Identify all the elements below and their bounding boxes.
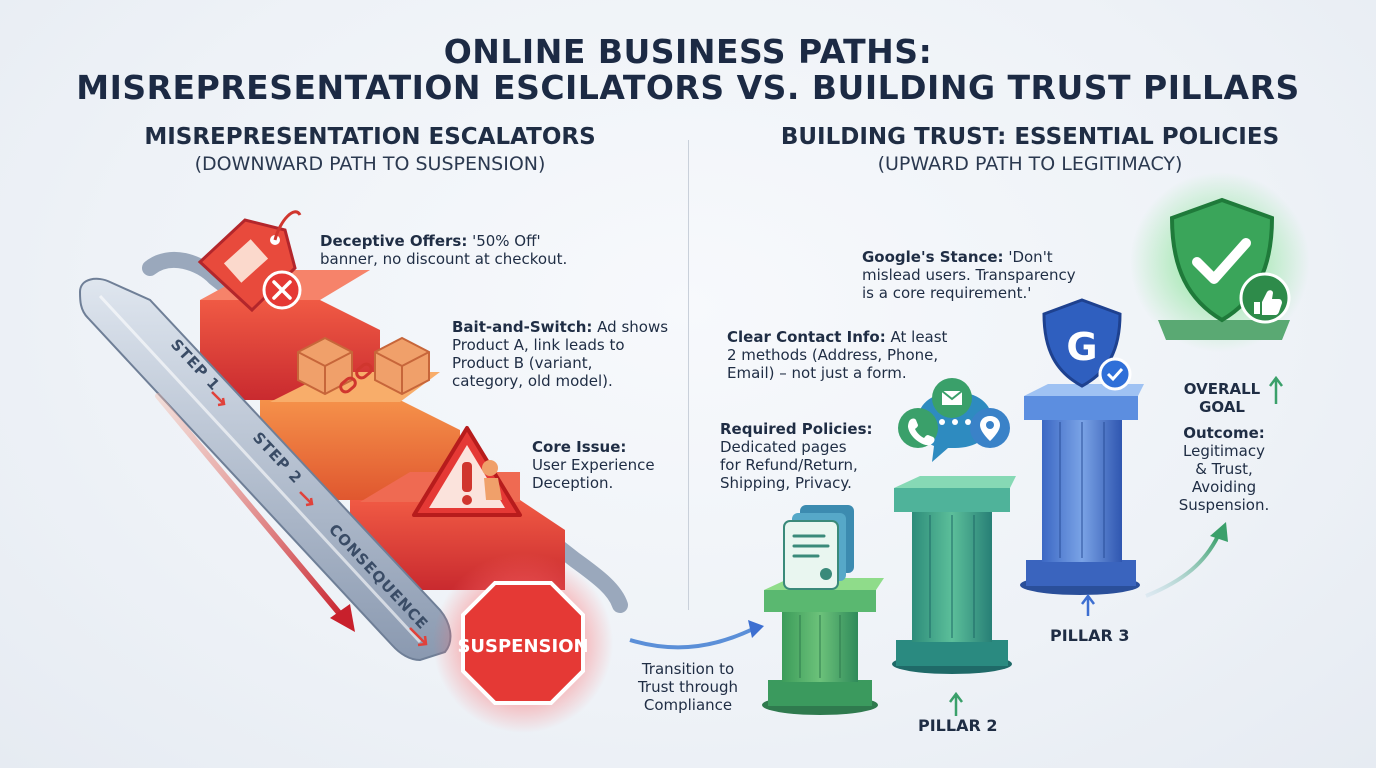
- callout-body: banner, no discount at checkout.: [320, 250, 568, 268]
- callout-deceptive-offers: Deceptive Offers: '50% Off' banner, no d…: [320, 232, 620, 268]
- goal-up-arrow-icon: [1269, 375, 1283, 404]
- right-section-subtitle: (UPWARD PATH TO LEGITIMACY): [877, 153, 1183, 175]
- outcome-heading: Outcome:: [1183, 424, 1265, 442]
- outcome-callout: Outcome: Legitimacy & Trust, Avoiding Su…: [1168, 424, 1280, 514]
- callout-heading: Bait-and-Switch:: [452, 318, 593, 336]
- callout-body: Ad shows: [592, 318, 669, 336]
- callout-body: User Experience Deception.: [532, 456, 655, 492]
- overall-goal-label: OVERALL GOAL: [1183, 380, 1261, 416]
- callout-body: '50% Off': [467, 232, 541, 250]
- step-1-arrow-icon: [211, 391, 226, 407]
- consequence-arrow-icon: [409, 627, 428, 647]
- callout-core-issue: Core Issue: User Experience Deception.: [532, 438, 682, 492]
- callout-required-policies: Required Policies: Dedicated pages for R…: [720, 420, 900, 492]
- callout-heading: Google's Stance:: [862, 248, 1004, 266]
- callout-heading: Clear Contact Info:: [727, 328, 886, 346]
- callout-body: 2 methods (Address, Phone, Email) – not …: [727, 346, 939, 382]
- callout-body: Product A, link leads to Product B (vari…: [452, 336, 625, 390]
- callout-heading: Deceptive Offers:: [320, 232, 468, 250]
- step-2-arrow-icon: [299, 491, 314, 507]
- warning-triangle-icon: [412, 426, 522, 517]
- section-divider: [688, 140, 689, 610]
- stop-sign-label: SUSPENSION: [457, 636, 588, 657]
- left-section-title: MISREPRESENTATION ESCALATORS: [144, 124, 596, 150]
- transition-text: Transition to Trust through Compliance: [637, 660, 739, 714]
- callout-heading: Required Policies:: [720, 420, 873, 438]
- pillar-3-up-arrow-icon: [1081, 593, 1095, 616]
- callout-body: Dedicated pages for Refund/Return, Shipp…: [720, 438, 858, 492]
- callout-body: At least: [885, 328, 948, 346]
- transition-arrow-icon: [629, 620, 764, 650]
- callout-body: 'Don't: [1003, 248, 1053, 266]
- callout-heading: Core Issue:: [532, 438, 627, 456]
- boxes-broken-link-icon: [297, 336, 430, 396]
- email-icon: [932, 378, 972, 418]
- pillar-2: [892, 476, 1016, 674]
- pillar-3: [1020, 384, 1144, 595]
- phone-icon: [898, 408, 938, 448]
- left-section-subtitle: (DOWNWARD PATH TO SUSPENSION): [194, 153, 546, 175]
- outcome-body: Legitimacy & Trust, Avoiding Suspension.: [1178, 442, 1270, 514]
- location-pin-icon: [970, 408, 1010, 448]
- main-title-line1: ONLINE BUSINESS PATHS:: [443, 32, 933, 71]
- upward-arrow-icon: [1145, 522, 1228, 598]
- google-letter: G: [1066, 325, 1097, 369]
- callout-contact-info: Clear Contact Info: At least 2 methods (…: [727, 328, 977, 382]
- suspension-stop-sign: SUSPENSION: [433, 553, 613, 733]
- document-icon: [783, 505, 854, 590]
- downward-arrow-icon: [155, 393, 355, 632]
- callout-bait-switch: Bait-and-Switch: Ad shows Product A, lin…: [452, 318, 682, 390]
- goal-shield-icon: [1130, 172, 1310, 352]
- x-circle-icon: [262, 270, 302, 310]
- callout-body: mislead users. Transparency is a core re…: [862, 266, 1076, 302]
- pillar-2-up-arrow-icon: [949, 691, 963, 716]
- callout-google-stance: Google's Stance: 'Don't mislead users. T…: [862, 248, 1122, 302]
- right-section-title: BUILDING TRUST: ESSENTIAL POLICIES: [780, 124, 1280, 150]
- google-shield-icon: G: [1042, 298, 1132, 391]
- pillar-1: [762, 578, 884, 715]
- pillar-3-label: PILLAR 3: [1050, 626, 1130, 645]
- main-title-line2: MISREPRESENTATION ESCILATORS VS. BUILDIN…: [76, 68, 1300, 107]
- pillar-2-label: PILLAR 2: [918, 716, 998, 735]
